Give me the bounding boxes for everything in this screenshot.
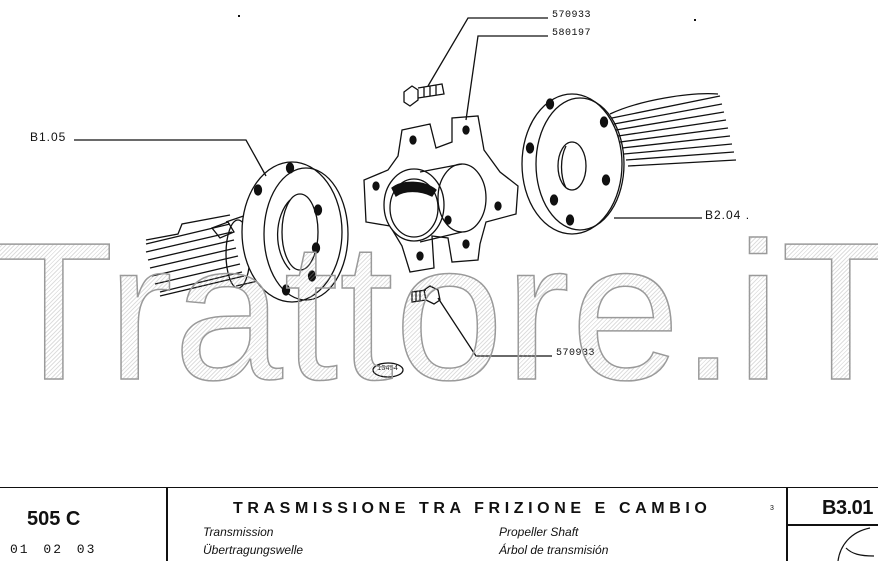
title-french: Propeller Shaft [499,525,579,539]
callout-580197: 580197 [552,28,592,39]
top-bolt [403,83,445,107]
title-spanish: Árbol de transmisión [499,543,609,557]
divider [166,488,168,561]
drawing-number: 13454 [377,365,399,373]
title-block: 505 C 01 02 03 TRASMISSIONE TRA FRIZIONE… [0,487,878,561]
left-shaft-flange [145,161,349,303]
model-number: 505 C [27,508,81,530]
callout-b105: B1.05 [30,130,67,144]
callout-b204: B2.04 . [705,208,751,222]
center-coupling [363,115,519,273]
section-underline [786,524,878,526]
leader-580197 [465,35,548,121]
exploded-parts-diagram [74,17,737,378]
dot-mark [694,19,696,21]
callout-570933-top: 570933 [552,10,592,21]
leader-570933-top [427,17,548,87]
leader-b105 [74,139,267,177]
bottom-bolt [411,285,441,305]
right-flange-shaft [521,93,737,235]
title-english: Transmission [203,525,274,539]
thumbnail-icon [837,527,875,561]
dot-mark [238,15,240,17]
drawing-number-oval [372,362,404,378]
revision-dates: 01 02 03 [10,542,97,557]
title-italian: TRASMISSIONE TRA FRIZIONE E CAMBIO [233,500,712,517]
callout-570933-bottom: 570933 [556,348,596,359]
section-code: B3.01 [822,497,873,519]
title-german: Übertragungswelle [203,543,304,557]
page-number: 3 [770,505,774,512]
leader-570933-bottom [437,297,552,357]
